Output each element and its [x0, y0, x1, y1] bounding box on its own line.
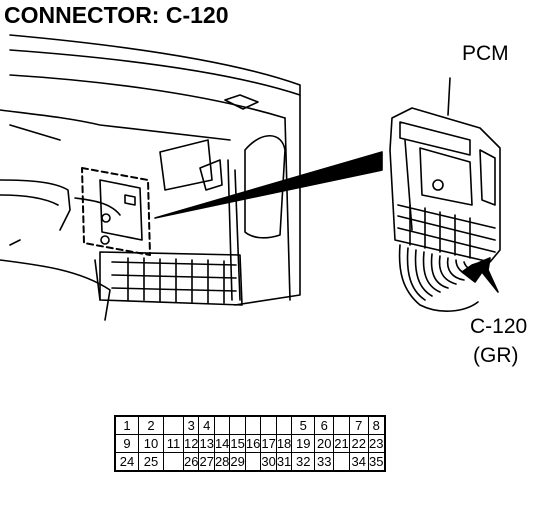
pin-cell: 22 [348, 434, 369, 453]
pin-cell: 23 [367, 434, 386, 453]
pin-cell: 16 [244, 434, 262, 453]
zoom-wedge [154, 151, 383, 219]
pin-cell: 26 [182, 452, 200, 472]
pin-cell-empty [213, 415, 231, 435]
pcm-module-drawing [389, 77, 501, 263]
pin-cell: 24 [114, 452, 139, 472]
pin-cell-empty [260, 415, 277, 435]
pin-cell: 5 [291, 415, 316, 435]
pin-cell: 34 [348, 452, 369, 472]
pin-cell: 6 [314, 415, 335, 435]
pcm-location-illustration [0, 34, 501, 321]
pin-cell: 10 [138, 434, 164, 453]
pin-cell: 28 [213, 452, 231, 472]
pin-cell-empty [163, 415, 184, 435]
pin-cell: 32 [291, 452, 316, 472]
pin-cell-empty [333, 415, 350, 435]
pin-cell: 35 [367, 452, 386, 472]
pin-cell: 13 [198, 434, 215, 453]
connector-arrow [461, 257, 499, 293]
pin-cell: 9 [114, 434, 139, 453]
pin-cell: 8 [367, 415, 386, 435]
pin-cell: 31 [275, 452, 293, 472]
pin-cell: 4 [198, 415, 215, 435]
dashboard-drawing [0, 34, 301, 321]
pin-cell: 33 [314, 452, 335, 472]
pin-cell: 14 [213, 434, 231, 453]
pin-cell-empty [229, 415, 246, 435]
pcm-label: PCM [462, 42, 509, 65]
pin-cell: 2 [138, 415, 164, 435]
pin-cell-empty [244, 452, 262, 472]
pin-cell: 17 [260, 434, 277, 453]
pin-cell: 11 [163, 434, 184, 453]
pin-cell: 25 [138, 452, 164, 472]
connector-id-label: C-120 [470, 315, 528, 338]
pcm-in-dash-drawing [99, 179, 143, 245]
pin-cell: 7 [348, 415, 369, 435]
pin-cell-empty [163, 452, 184, 472]
pin-cell: 18 [275, 434, 293, 453]
pin-cell: 27 [198, 452, 215, 472]
page-title: CONNECTOR: C-120 [4, 2, 229, 28]
pcm-location-dashed-box [81, 167, 151, 256]
pin-cell: 21 [333, 434, 350, 453]
pin-cell: 1 [114, 415, 139, 435]
pin-cell: 3 [182, 415, 200, 435]
pin-cell: 19 [291, 434, 316, 453]
connector-color-label: (GR) [473, 344, 519, 367]
pin-cell: 15 [229, 434, 246, 453]
pin-cell: 12 [182, 434, 200, 453]
wire-harness-drawing [398, 244, 479, 312]
pin-cell: 29 [229, 452, 246, 472]
pin-cell: 20 [314, 434, 335, 453]
pin-cell-empty [244, 415, 262, 435]
pin-cell: 30 [260, 452, 277, 472]
pin-cell-empty [275, 415, 293, 435]
pin-cell-empty [333, 452, 350, 472]
